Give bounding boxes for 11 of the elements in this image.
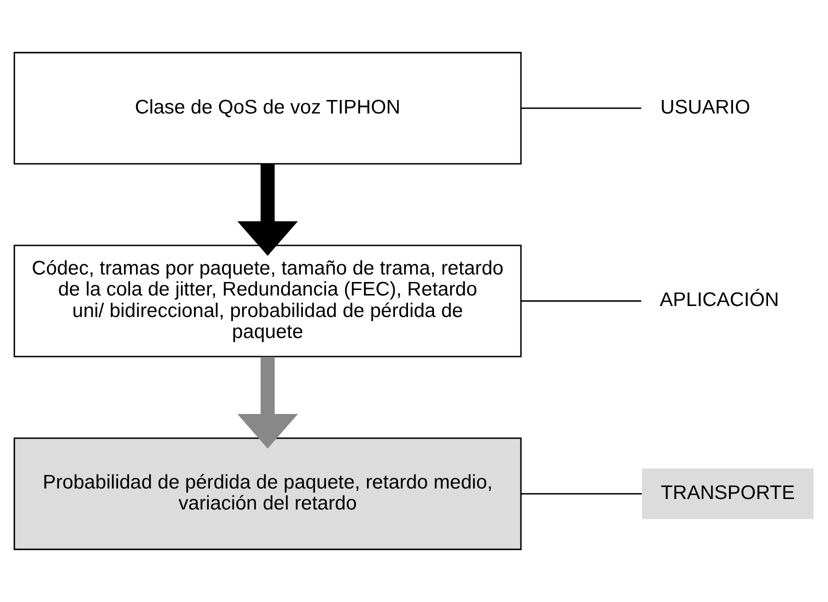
connector: [521, 108, 642, 109]
node-text: USUARIO: [660, 96, 750, 118]
node-box: Probabilidad de pérdida de paquete, retardo medio, variación del retardo: [14, 438, 522, 550]
node-box: Clase de QoS de voz TIPHON: [14, 52, 522, 164]
node-box: TRANSPORTE: [642, 468, 814, 520]
connector: [521, 300, 642, 302]
node-text: APLICACIÓN: [660, 289, 779, 312]
node-box: Códec, tramas por paquete, tamaño de trama, retardo de la cola de jitter, Redundancia (FEC), Retardo uni/ bidireccional, probabilidad de pérdida de paquete: [14, 244, 522, 358]
connector: [521, 493, 642, 494]
arrow: [237, 356, 298, 449]
arrow: [237, 164, 298, 256]
